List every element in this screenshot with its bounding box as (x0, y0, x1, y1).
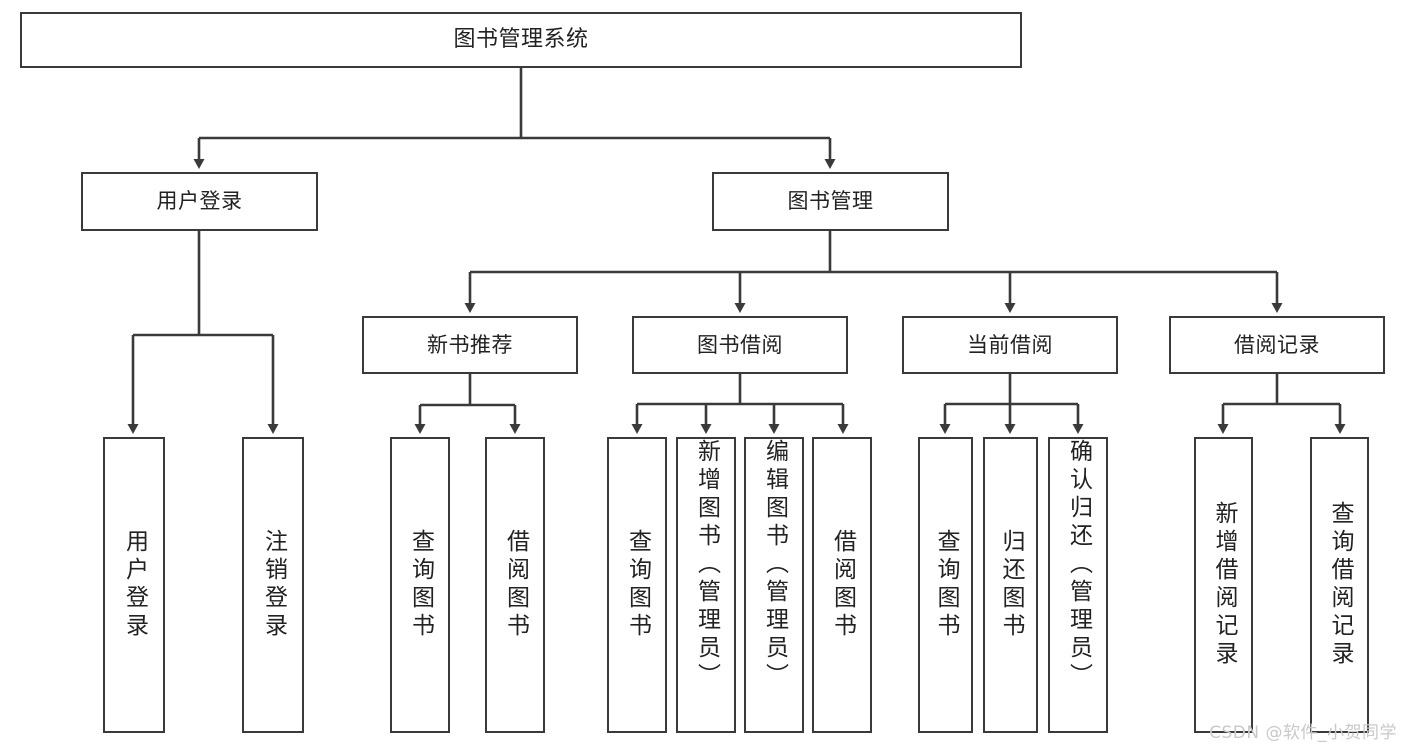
node-leaf-query-book-recommend[interactable]: 查询图书 (390, 437, 450, 733)
node-leaf-query-borrow-record[interactable]: 查询借阅记录 (1310, 437, 1369, 733)
node-label: 图书借阅 (697, 332, 783, 357)
node-leaf-add-borrow-record[interactable]: 新增借阅记录 (1194, 437, 1253, 733)
node-subbranch-book-borrow[interactable]: 图书借阅 (632, 316, 848, 374)
node-branch-book-management[interactable]: 图书管理 (712, 172, 949, 231)
node-label: 图书管理系统 (453, 27, 589, 53)
watermark: CSDN @软件_小贺同学 (1209, 723, 1397, 743)
node-leaf-edit-book-admin[interactable]: 编辑图书（管理员） (744, 437, 804, 733)
node-label: 编辑图书（管理员） (761, 439, 788, 691)
node-label: 借阅图书 (829, 529, 856, 641)
node-label: 查询图书 (407, 529, 434, 641)
node-leaf-add-book-admin[interactable]: 新增图书（管理员） (676, 437, 736, 733)
node-label: 借阅图书 (502, 529, 529, 641)
node-label: 新增借阅记录 (1211, 501, 1237, 669)
node-label: 新增图书（管理员） (693, 439, 720, 691)
node-label: 注销登录 (260, 529, 287, 641)
node-label: 查询图书 (624, 529, 651, 641)
node-branch-user-login[interactable]: 用户登录 (81, 172, 318, 231)
node-leaf-confirm-return-admin[interactable]: 确认归还（管理员） (1048, 437, 1108, 733)
node-leaf-borrow-book-recommend[interactable]: 借阅图书 (485, 437, 545, 733)
node-subbranch-borrow-record[interactable]: 借阅记录 (1169, 316, 1385, 374)
node-leaf-return-book[interactable]: 归还图书 (983, 437, 1038, 733)
node-label: 借阅记录 (1234, 332, 1320, 357)
node-label: 用户登录 (156, 189, 243, 214)
node-label: 归还图书 (998, 529, 1024, 641)
node-label: 确认归还（管理员） (1065, 439, 1092, 691)
node-root-system[interactable]: 图书管理系统 (20, 12, 1022, 68)
node-label: 新书推荐 (427, 332, 513, 357)
node-subbranch-current-borrow[interactable]: 当前借阅 (902, 316, 1118, 374)
node-label: 查询图书 (933, 529, 959, 641)
node-leaf-logout[interactable]: 注销登录 (242, 437, 304, 733)
node-leaf-borrow-book[interactable]: 借阅图书 (812, 437, 872, 733)
node-subbranch-new-book-recommend[interactable]: 新书推荐 (362, 316, 578, 374)
node-label: 查询借阅记录 (1327, 501, 1353, 669)
node-leaf-user-login[interactable]: 用户登录 (103, 437, 165, 733)
node-label: 当前借阅 (967, 332, 1053, 357)
node-leaf-query-book-current[interactable]: 查询图书 (918, 437, 973, 733)
node-label: 用户登录 (121, 529, 148, 641)
node-leaf-query-book-borrow[interactable]: 查询图书 (607, 437, 667, 733)
node-label: 图书管理 (787, 189, 874, 214)
